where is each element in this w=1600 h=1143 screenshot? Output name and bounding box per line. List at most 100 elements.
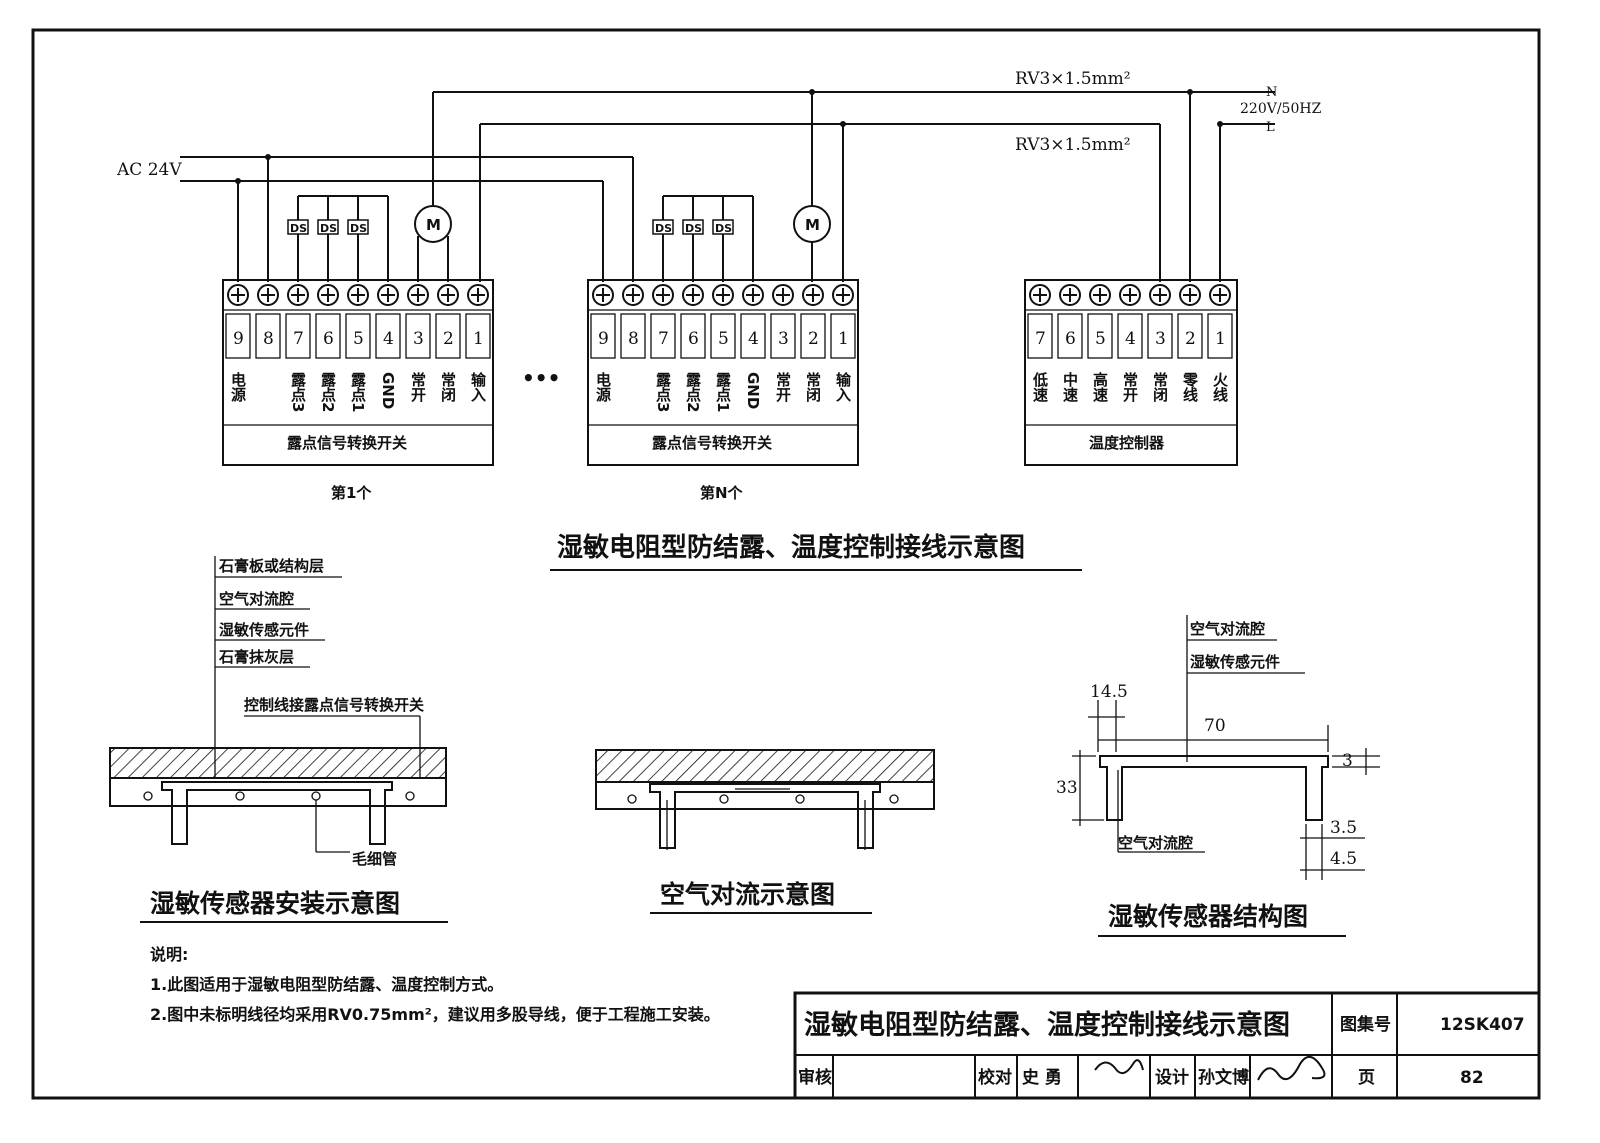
structure-label-1: 空气对流腔 <box>1190 620 1265 638</box>
tb-check-name: 史 勇 <box>1022 1067 1062 1088</box>
dim-4-5: 4.5 <box>1330 849 1357 869</box>
terminal-label: 露点2 <box>684 371 702 412</box>
design-signature <box>1257 1056 1326 1081</box>
ellipsis: ••• <box>522 366 560 390</box>
terminal-number: 5 <box>718 329 729 349</box>
terminal-number: 1 <box>473 329 484 349</box>
terminal-label: 常开 <box>774 371 792 403</box>
terminal-label: 低速 <box>1031 371 1049 403</box>
note-1: 1.此图适用于湿敏电阻型防结露、温度控制方式。 <box>150 975 503 994</box>
ds-label: DS <box>715 222 732 235</box>
terminal-number: 3 <box>1155 329 1166 349</box>
tb-atlas-value: 12SK407 <box>1440 1015 1525 1035</box>
wiring-diagram: RV3×1.5mm² RV3×1.5mm² N 220V/50HZ L AC 2… <box>116 69 1322 571</box>
terminal-number: 2 <box>808 329 819 349</box>
ds-sensors-group-n: DS DS DS <box>652 195 754 282</box>
cable-label-bottom: RV3×1.5mm² <box>1015 135 1131 155</box>
terminal-number: 7 <box>1035 329 1046 349</box>
motor-label: M <box>805 216 820 234</box>
terminal-number: 4 <box>748 329 759 349</box>
switchn-caption: 露点信号转换开关 <box>652 434 772 452</box>
terminal-label: 零线 <box>1181 372 1199 403</box>
ds-label: DS <box>655 222 672 235</box>
install-label-3: 湿敏传感元件 <box>219 621 309 639</box>
terminal-number: 1 <box>1215 329 1226 349</box>
terminal-label: 露点3 <box>289 371 307 412</box>
control-line-label: 控制线接露点信号转换开关 <box>244 696 424 714</box>
terminal-label: 中速 <box>1061 371 1079 403</box>
ds-label: DS <box>290 222 307 235</box>
dim-33: 33 <box>1056 778 1078 798</box>
terminal-label: 输入 <box>834 371 852 402</box>
terminal-number: 9 <box>598 329 609 349</box>
terminal-number: 8 <box>263 329 274 349</box>
sheet-border <box>31 28 1541 1100</box>
terminal-label: GND <box>744 372 762 409</box>
structure-title: 湿敏传感器结构图 <box>1108 902 1308 931</box>
tb-page-value: 82 <box>1460 1068 1484 1088</box>
cable-label-top: RV3×1.5mm² <box>1015 69 1131 89</box>
terminal-number: 2 <box>1185 329 1196 349</box>
title-block: 湿敏电阻型防结露、温度控制接线示意图 图集号 12SK407 审核 校对 史 勇… <box>793 991 1541 1100</box>
tb-check-label: 校对 <box>978 1067 1012 1088</box>
terminal-label: 电源 <box>229 371 247 403</box>
check-signature <box>1094 1059 1144 1075</box>
install-label-1: 石膏板或结构层 <box>218 557 324 575</box>
terminal-label: 常闭 <box>439 371 457 403</box>
l-label: L <box>1266 120 1275 135</box>
motor-1: M <box>414 205 452 282</box>
switch1-caption: 露点信号转换开关 <box>287 434 407 452</box>
terminal-number: 5 <box>1095 329 1106 349</box>
terminal-number: 5 <box>353 329 364 349</box>
motor-n: M <box>793 205 831 282</box>
terminal-number: 3 <box>778 329 789 349</box>
terminal-number: 7 <box>658 329 669 349</box>
notes-heading: 说明: <box>150 945 188 964</box>
terminal-number: 8 <box>628 329 639 349</box>
install-title: 湿敏传感器安装示意图 <box>150 889 400 918</box>
capillary-label: 毛细管 <box>352 850 397 868</box>
dim-14-5: 14.5 <box>1090 682 1128 702</box>
terminal-label: 常开 <box>409 371 427 403</box>
tb-design-name: 孙文博 <box>1198 1067 1249 1088</box>
supply-label: 220V/50HZ <box>1240 101 1322 117</box>
terminal-label: 常闭 <box>804 371 822 403</box>
structure-bottom-label: 空气对流腔 <box>1118 834 1193 852</box>
ds-sensors-group-1: DS DS DS <box>287 195 389 282</box>
notes: 说明: 1.此图适用于湿敏电阻型防结露、温度控制方式。 2.图中未标明线径均采用… <box>150 945 720 1024</box>
terminal-label: 火线 <box>1211 372 1229 403</box>
switch1-sub-caption: 第1个 <box>331 484 372 502</box>
structure-label-2: 湿敏传感元件 <box>1190 653 1280 671</box>
tb-page-label: 页 <box>1358 1068 1375 1088</box>
terminal-number: 6 <box>1065 329 1076 349</box>
terminal-number: 6 <box>688 329 699 349</box>
terminal-label: 高速 <box>1091 371 1109 403</box>
dim-3: 3 <box>1342 751 1353 771</box>
ac-24v-label: AC 24V <box>116 160 182 180</box>
terminal-number: 9 <box>233 329 244 349</box>
terminal-label: 露点3 <box>654 371 672 412</box>
ds-label: DS <box>685 222 702 235</box>
motor-label: M <box>426 216 441 234</box>
terminal-number: 4 <box>1125 329 1136 349</box>
convection-title: 空气对流示意图 <box>660 880 835 909</box>
dim-3-5: 3.5 <box>1330 818 1357 838</box>
convection-diagram: 空气对流示意图 <box>595 749 935 914</box>
ds-label: DS <box>320 222 337 235</box>
n-label: N <box>1266 85 1277 100</box>
tb-review-label: 审核 <box>798 1067 832 1088</box>
terminal-label: 露点1 <box>349 371 367 412</box>
terminal-label: 常开 <box>1121 371 1139 403</box>
terminal-number: 4 <box>383 329 394 349</box>
tb-title: 湿敏电阻型防结露、温度控制接线示意图 <box>804 1009 1290 1041</box>
terminal-label: GND <box>379 372 397 409</box>
terminal-label: 常闭 <box>1151 371 1169 403</box>
install-label-2: 空气对流腔 <box>219 590 294 608</box>
terminal-label: 输入 <box>469 371 487 402</box>
terminal-number: 3 <box>413 329 424 349</box>
note-2: 2.图中未标明线径均采用RV0.75mm²，建议用多股导线，便于工程施工安装。 <box>150 1005 720 1024</box>
